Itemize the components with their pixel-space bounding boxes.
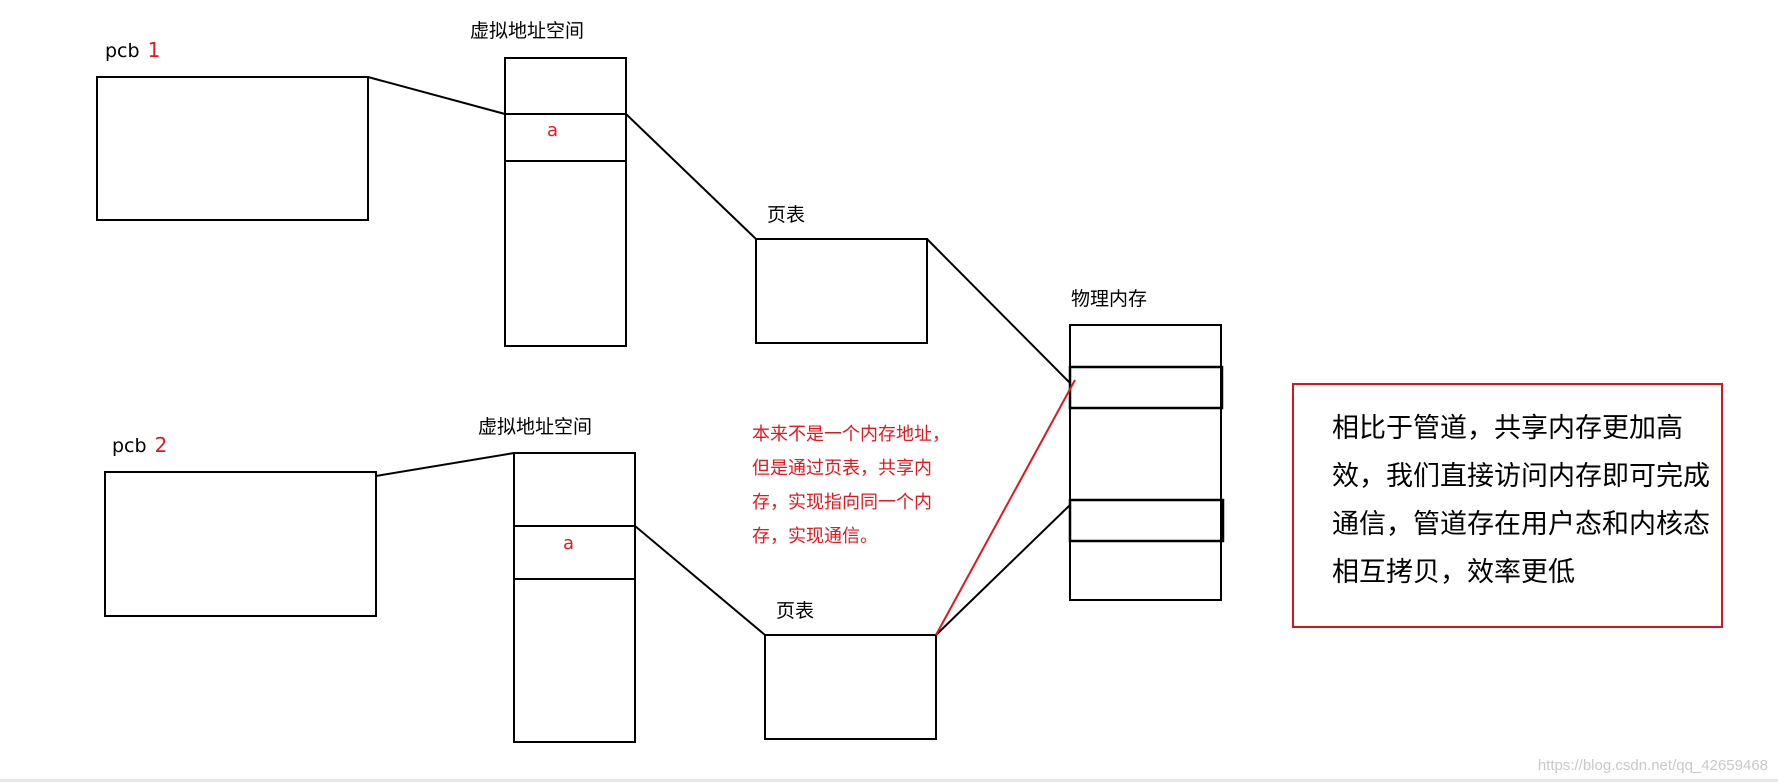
physical-memory-box bbox=[1069, 324, 1222, 601]
pcb1-label: pcb 1 bbox=[105, 40, 160, 61]
vas1-cell-a-label: a bbox=[547, 120, 559, 141]
vas2-box bbox=[513, 452, 636, 743]
page-table1-box bbox=[755, 238, 928, 344]
connector-pagetable1-memory bbox=[926, 238, 1071, 384]
pcb1-box bbox=[96, 76, 369, 221]
vas1-cell-a bbox=[504, 113, 627, 162]
connector-pcb2-vas2 bbox=[375, 452, 515, 477]
connector-pcb1-vas1 bbox=[367, 76, 506, 115]
summary-text: 相比于管道，共享内存更加高效，我们直接访问内存即可完成通信，管道存在用户态和内核… bbox=[1332, 413, 1710, 588]
page-table1-title: 页表 bbox=[767, 204, 806, 226]
page-table2-title: 页表 bbox=[776, 600, 815, 622]
vas2-cell-a-label: a bbox=[563, 533, 575, 554]
vas1-box bbox=[504, 57, 627, 347]
connector-vas1-pagetable1 bbox=[625, 113, 757, 240]
pcb1-number: 1 bbox=[147, 38, 161, 62]
watermark: https://blog.csdn.net/qq_42659468 bbox=[1537, 757, 1768, 774]
bottom-divider bbox=[0, 779, 1778, 782]
physical-memory-title: 物理内存 bbox=[1071, 288, 1148, 310]
connector-vas2-pagetable2 bbox=[634, 525, 766, 636]
connector-pagetable2-memory bbox=[935, 504, 1071, 636]
vas1-title: 虚拟地址空间 bbox=[470, 20, 585, 42]
physical-memory-cell-lower bbox=[1068, 498, 1225, 543]
vas2-title: 虚拟地址空间 bbox=[478, 416, 593, 438]
pcb2-label: pcb 2 bbox=[112, 435, 167, 456]
pcb2-number: 2 bbox=[154, 433, 168, 457]
pcb1-label-text: pcb bbox=[105, 40, 140, 62]
page-table2-box bbox=[764, 634, 937, 740]
shared-mapping-line bbox=[935, 379, 1076, 636]
physical-memory-shared-cell bbox=[1068, 365, 1224, 410]
summary-box: 相比于管道，共享内存更加高效，我们直接访问内存即可完成通信，管道存在用户态和内核… bbox=[1292, 383, 1723, 628]
pcb2-box bbox=[104, 471, 377, 617]
annotation-note: 本来不是一个内存地址，但是通过页表，共享内存，实现指向同一个内存，实现通信。 bbox=[752, 424, 950, 547]
pcb2-label-text: pcb bbox=[112, 435, 147, 457]
vas2-cell-a bbox=[513, 525, 636, 580]
